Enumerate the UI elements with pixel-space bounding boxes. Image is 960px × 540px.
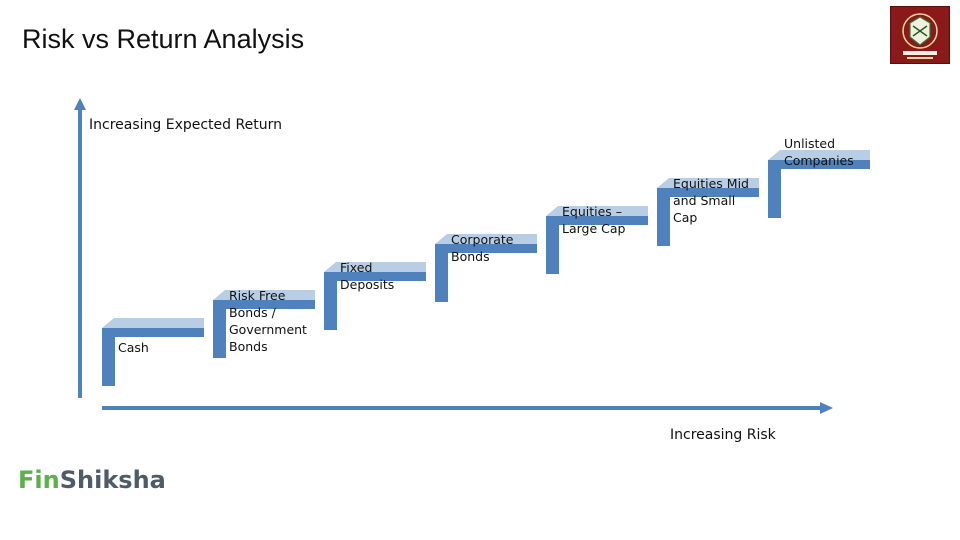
step-riser [657,188,670,246]
y-axis-label: Increasing Expected Return [89,117,282,133]
step-top-bar [657,188,759,197]
step-label: Cash [118,340,149,355]
finshiksha-logo: FinShiksha [18,466,166,494]
step-bevel [657,178,759,188]
x-axis-label: Increasing Risk [670,427,776,443]
rvs-imsr-crest-icon [890,6,950,64]
y-axis-arrow [74,98,86,398]
step-top-bar [324,272,426,281]
brand-shiksha: Shiksha [59,466,166,494]
step-6 [657,178,759,246]
step-label: Risk Free Bonds / Government Bonds [229,288,307,354]
step-label: Equities Mid and Small Cap [673,176,749,225]
step-top-bar [102,328,204,337]
step-riser [546,216,559,274]
step-bevel [768,150,870,160]
step-bevel [324,262,426,272]
step-label: Equities – Large Cap [562,204,626,236]
step-label: Unlisted Companies [784,136,854,168]
step-riser [435,244,448,302]
step-label: Corporate Bonds [451,232,514,264]
step-7 [768,150,870,218]
step-top-bar [435,244,537,253]
brand-fin: Fin [18,466,60,494]
step-bevel [435,234,537,244]
slide-title: Risk vs Return Analysis [22,24,305,54]
step-riser [102,328,115,386]
step-riser [213,300,226,358]
step-3 [324,262,426,330]
step-1 [102,318,204,386]
step-bevel [102,318,204,328]
step-riser [324,272,337,330]
step-top-bar [768,160,870,169]
step-top-bar [546,216,648,225]
step-riser [768,160,781,218]
step-label: Fixed Deposits [340,260,395,292]
step-4 [435,234,537,302]
step-bevel [213,290,315,300]
step-top-bar [213,300,315,309]
x-axis-arrow [102,402,833,414]
step-5 [546,206,648,274]
step-bevel [546,206,648,216]
step-2 [213,290,315,358]
